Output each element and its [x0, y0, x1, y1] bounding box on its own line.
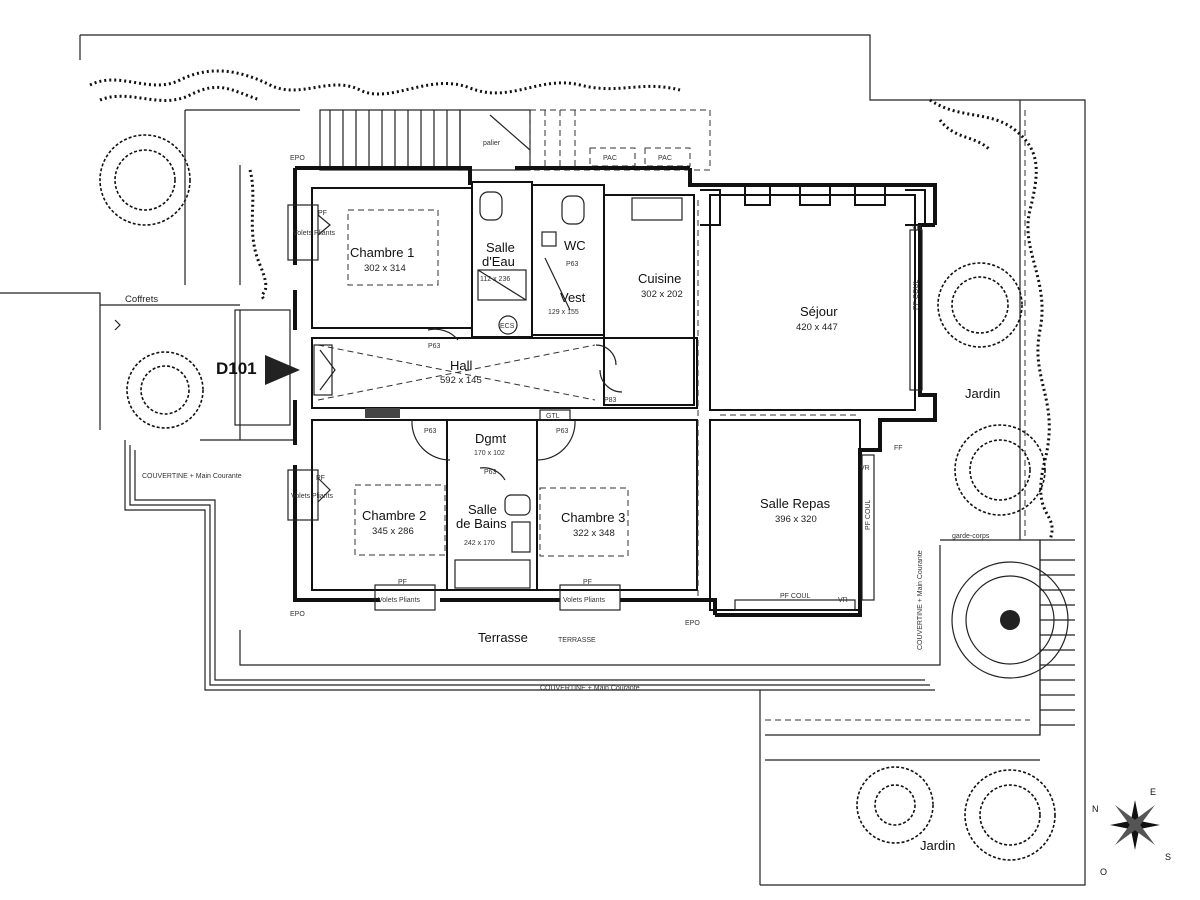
- entry-landing: [234, 309, 291, 426]
- tree-icon: [937, 262, 1023, 348]
- hall-name: Hall: [450, 358, 473, 373]
- salle-eau-name-2: d'Eau: [482, 254, 515, 269]
- pf-coul-label-1: PF COUL: [913, 280, 920, 310]
- hedges: [89, 69, 1054, 541]
- couvertine-right: COUVERTINE + Main Courante: [917, 550, 924, 650]
- chambre3-dims: 322 x 348: [573, 528, 615, 539]
- volets-label-4: Volets Pliants: [563, 597, 606, 604]
- vr-label-3: VR: [838, 597, 848, 604]
- p63-label-b: P63: [424, 428, 437, 435]
- hall-dims: 592 x 145: [440, 375, 482, 386]
- dgmt-dims: 170 x 102: [474, 450, 505, 457]
- palier-label: palier: [483, 140, 501, 147]
- garde-corps-label: garde-corps: [952, 533, 990, 540]
- couvertine-top: COUVERTINE + Main Courante: [142, 473, 242, 480]
- chambre1-name: Chambre 1: [350, 245, 414, 260]
- vest-name: Vest: [560, 290, 586, 305]
- volets-label-1: Volets Pliants: [293, 230, 336, 237]
- pf-coul-label-2: PF COUL: [865, 500, 872, 530]
- salle-repas-dims: 396 x 320: [775, 514, 817, 525]
- compass-icon: [1110, 800, 1160, 850]
- sejour-name: Séjour: [800, 304, 838, 319]
- pf-label-4: PF: [583, 579, 592, 586]
- pf-coul-label-3: PF COUL: [780, 593, 810, 600]
- compass-e: E: [1150, 787, 1156, 797]
- coffrets-arrow-icon: [114, 319, 121, 331]
- volets-label-3: Volets Pliants: [378, 597, 421, 604]
- tree-icon: [954, 424, 1046, 516]
- p63-label-a: P63: [428, 343, 441, 350]
- pac-label-2: PAC: [658, 155, 672, 162]
- jardin-bottom-label: Jardin: [920, 838, 955, 853]
- chambre2-dims: 345 x 286: [372, 526, 414, 537]
- chambre2-name: Chambre 2: [362, 508, 426, 523]
- salle-repas-name: Salle Repas: [760, 496, 831, 511]
- unit-label: D101: [216, 359, 257, 378]
- epo-label-1: EPO: [290, 155, 305, 162]
- p63-label-e: P63: [566, 261, 579, 268]
- compass-o: O: [1100, 867, 1107, 877]
- salle-eau-name-1: Salle: [486, 240, 515, 255]
- vest-dims: 129 x 155: [548, 309, 579, 316]
- cuisine-name: Cuisine: [638, 271, 681, 286]
- pac-label-1: PAC: [603, 155, 617, 162]
- salle-eau-dims: 112 x 236: [480, 276, 510, 283]
- terrasse-small-label: TERRASSE: [558, 637, 596, 644]
- pf-label-1: PF: [318, 210, 327, 217]
- chambre1-dims: 302 x 314: [364, 263, 406, 274]
- compass-n: N: [1092, 804, 1099, 814]
- compass-s: S: [1165, 852, 1171, 862]
- epo-label-3: EPO: [685, 620, 700, 627]
- room-details: [317, 191, 860, 600]
- trees: [99, 134, 1075, 861]
- volets-label-2: Volets Pliants: [291, 493, 334, 500]
- p63-label-c: P63: [556, 428, 569, 435]
- salle-bains-dims: 242 x 170: [464, 540, 495, 547]
- wc-name: WC: [564, 238, 586, 253]
- p83-label: P83: [604, 397, 617, 404]
- terrasse-label: Terrasse: [478, 630, 528, 645]
- gtl-label: GTL: [546, 413, 560, 420]
- coffrets-label: Coffrets: [125, 294, 158, 305]
- vr-label-2: VR: [860, 465, 870, 472]
- couvertine-bottom: COUVERTINE + Main Courante: [540, 685, 640, 692]
- windows: [287, 204, 923, 611]
- entry-arrow-icon: [265, 355, 300, 385]
- stairs: [319, 109, 711, 171]
- sejour-dims: 420 x 447: [796, 322, 838, 333]
- tree-icon: [856, 766, 934, 844]
- tree-icon: [99, 134, 191, 226]
- epo-label-2: EPO: [290, 611, 305, 618]
- vr-label-1: VR: [912, 225, 922, 232]
- jardin-right-label: Jardin: [965, 386, 1000, 401]
- p63-label-d: P63: [484, 469, 497, 476]
- ff-label: FF: [894, 445, 903, 452]
- tree-icon: [964, 769, 1056, 861]
- interior-walls: [311, 181, 916, 611]
- chambre3-name: Chambre 3: [561, 510, 625, 525]
- dgmt-name: Dgmt: [475, 431, 506, 446]
- pf-label-2: PF: [316, 475, 325, 482]
- ecs-label: ECS: [500, 323, 515, 330]
- salle-bains-name-2: de Bains: [456, 516, 507, 531]
- salle-bains-name-1: Salle: [468, 502, 497, 517]
- cuisine-dims: 302 x 202: [641, 289, 683, 300]
- tree-icon: [126, 351, 204, 429]
- pf-label-3: PF: [398, 579, 407, 586]
